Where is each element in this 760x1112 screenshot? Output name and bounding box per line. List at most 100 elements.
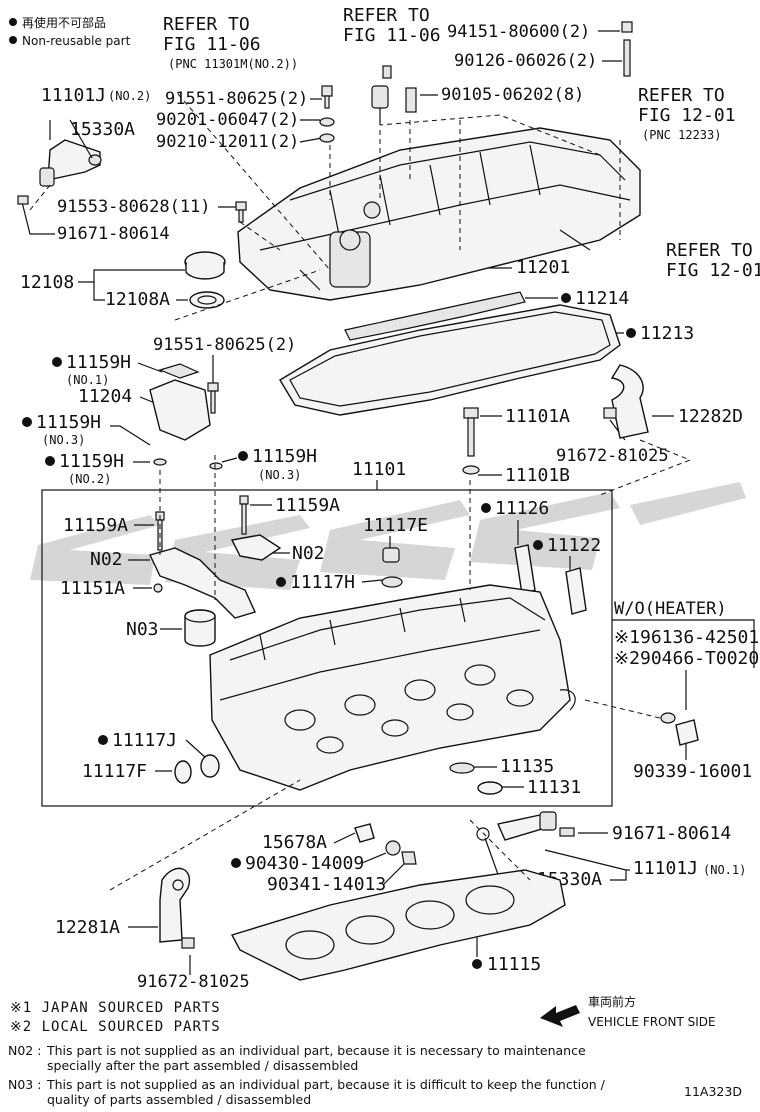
plugs-and-valve-guides [381, 544, 587, 615]
label-11115: 11115 [487, 954, 541, 975]
label-11159h-no3a-suffix: (NO.3) [42, 433, 85, 447]
label-11159h-no1: 11159H [66, 352, 131, 373]
label-11159h-no1-suffix: (NO.1) [66, 373, 109, 387]
svg-text:FIG 12-01: FIG 12-01 [638, 105, 736, 126]
label-11131: 11131 [527, 777, 581, 798]
legend-en-text: Non-reusable part [22, 34, 131, 48]
label-90210-12011: 90210-12011(2) [156, 132, 299, 152]
cam-caps [149, 495, 282, 647]
label-11126: 11126 [495, 498, 549, 519]
label-12108a: 12108A [105, 289, 170, 310]
cylinder-head-cover [237, 127, 641, 301]
svg-text:FIG 11-06: FIG 11-06 [343, 25, 441, 46]
camshaft-bearing-cap [149, 363, 223, 470]
reference-fig-11-06-a: REFER TO FIG 11-06 (PNC 11301M(NO.2)) [163, 14, 298, 71]
seals-11135-11131 [449, 762, 503, 795]
label-11214: 11214 [575, 288, 629, 309]
expansion-plug [174, 754, 220, 784]
label-15678a: 15678A [262, 832, 327, 853]
label-11122: 11122 [547, 535, 601, 556]
label-11117h: 11117H [290, 572, 355, 593]
label-11101j-no1-suffix: (NO.1) [703, 863, 746, 877]
camshaft-sensor-bottom [476, 811, 575, 841]
label-11159h-no2: 11159H [59, 451, 124, 472]
front-side-en: VEHICLE FRONT SIDE [588, 1015, 716, 1029]
reference-fig-12-01-b: REFER TO FIG 12-01 [666, 240, 760, 281]
note-n03-line1: This part is not supplied as an individu… [46, 1077, 606, 1092]
label-91671-80614-top: 91671-80614 [57, 224, 170, 244]
svg-text:REFER TO: REFER TO [638, 85, 725, 106]
label-11101j-no1: 11101J [633, 858, 698, 879]
label-90339-16001: 90339-16001 [633, 761, 752, 782]
note-n03-key: N03 : [8, 1077, 41, 1092]
note-n02-key: N02 : [8, 1043, 41, 1058]
dashed-guides [29, 93, 692, 891]
note-n03-line2: quality of parts assembled / disassemble… [47, 1092, 311, 1107]
label-11159a-left: 11159A [63, 515, 128, 536]
svg-text:REFER TO: REFER TO [163, 14, 250, 35]
reference-fig-12-01-a: REFER TO FIG 12-01 (PNC 12233) [638, 85, 736, 142]
cover-gasket [279, 291, 621, 416]
label-11101j-no2-suffix: (NO.2) [108, 89, 151, 103]
oil-filler-cap [184, 251, 226, 309]
label-11101b: 11101B [505, 465, 570, 486]
footer-local-sourced: ※2 LOCAL SOURCED PARTS [10, 1019, 221, 1035]
label-96136-42501: 96136-42501 [640, 627, 759, 648]
legend-dot-en [9, 36, 17, 44]
label-11159h-no2-suffix: (NO.2) [68, 472, 111, 486]
label-11117j: 11117J [112, 730, 177, 751]
label-91671-80614-bottom: 91671-80614 [612, 823, 731, 844]
label-12282d: 12282D [678, 406, 743, 427]
note-n02-line2: specially after the part assembled / dis… [47, 1058, 358, 1073]
label-91672-81025-bottom: 91672-81025 [137, 972, 250, 992]
label-mark2-a: ※2 [614, 648, 640, 669]
label-90201-06047: 90201-06047(2) [156, 110, 299, 130]
reference-fig-11-06-b: REFER TO FIG 11-06 [343, 5, 441, 46]
footer-japan-sourced: ※1 JAPAN SOURCED PARTS [10, 1000, 221, 1016]
label-91553-80628: 91553-80628(11) [57, 197, 211, 217]
cylinder-head [209, 584, 576, 791]
label-90126-06026: 90126-06026(2) [454, 51, 597, 71]
cylinder-head-gasket [230, 869, 566, 981]
svg-text:FIG 11-06: FIG 11-06 [163, 34, 261, 55]
label-11151a: 11151A [60, 578, 125, 599]
label-11159a-mid: 11159A [275, 495, 340, 516]
heater-fitting [660, 712, 699, 746]
camshaft-sensor-top [17, 119, 102, 205]
label-11201: 11201 [516, 257, 570, 278]
watermark [30, 482, 746, 590]
label-11117f: 11117F [82, 761, 147, 782]
label-12281a: 12281A [55, 917, 120, 938]
head-bolt [462, 407, 480, 475]
label-90105-06202: 90105-06202(8) [441, 85, 584, 105]
label-mark1-a: ※1 [614, 627, 640, 648]
label-n02-mid: N02 [292, 543, 325, 564]
bracket-12281a [159, 867, 195, 949]
label-11101j-no2: 11101J [41, 85, 106, 106]
label-n02-left: N02 [90, 549, 123, 570]
front-side-jp: 車両前方 [588, 994, 636, 1009]
vehicle-front-arrow-icon [540, 1005, 580, 1027]
label-90466-t0020: 90466-T0020 [640, 648, 759, 669]
svg-text:(PNC 12233): (PNC 12233) [642, 128, 721, 142]
label-11159h-no3a: 11159H [36, 412, 101, 433]
lower-fittings [354, 823, 417, 865]
label-n03: N03 [126, 619, 159, 640]
bracket-12282d [603, 364, 649, 439]
svg-text:(PNC 11301M(NO.2)): (PNC 11301M(NO.2)) [168, 57, 298, 71]
label-91672-81025-right: 91672-81025 [556, 446, 669, 466]
label-11135: 11135 [500, 756, 554, 777]
label-11213: 11213 [640, 323, 694, 344]
svg-text:REFER TO: REFER TO [343, 5, 430, 26]
label-91551-80625-a: 91551-80625(2) [165, 89, 308, 109]
cylinder-head-assembly-frame [41, 489, 613, 807]
label-11159h-no3b: 11159H [252, 446, 317, 467]
label-15330a-top: 15330A [70, 119, 135, 140]
label-wo-heater: W/O(HEATER) [614, 599, 727, 619]
top-fasteners [235, 21, 633, 223]
label-12108: 12108 [20, 272, 74, 293]
label-91551-80625-b: 91551-80625(2) [153, 335, 296, 355]
note-n02-line1: This part is not supplied as an individu… [46, 1043, 586, 1058]
label-11101: 11101 [352, 459, 406, 480]
